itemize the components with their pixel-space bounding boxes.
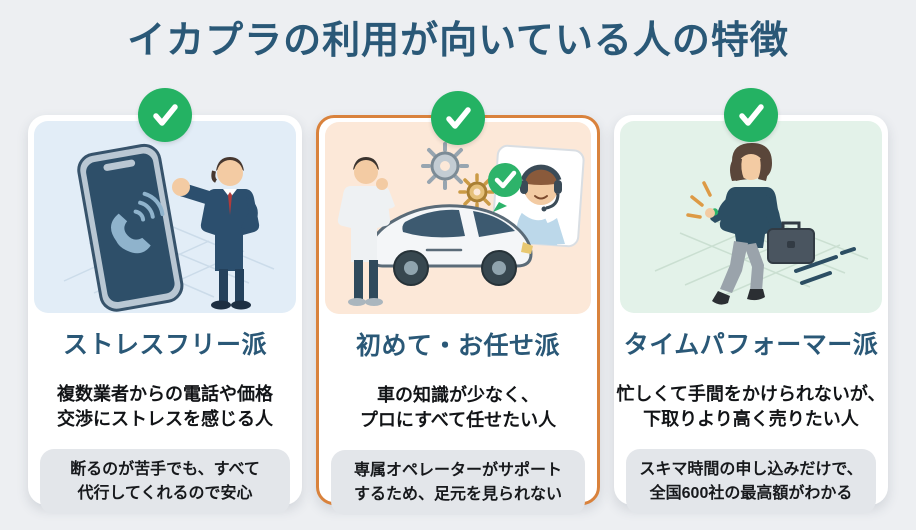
card-first-time: 初めて・お任せ派 車の知識が少なく、 プロにすべて任せたい人 専属オペレーターが… bbox=[316, 91, 600, 515]
card-description: 車の知識が少なく、 プロにすべて任せたい人 bbox=[359, 384, 557, 430]
card-title: 初めて・お任せ派 bbox=[355, 332, 560, 360]
card-title: タイムパフォーマー派 bbox=[623, 331, 879, 359]
feature-cards-row: ストレスフリー派 複数業者からの電話や価格 交渉にストレスを感じる人 断るのが苦… bbox=[0, 88, 916, 515]
smartphone-icon bbox=[77, 143, 184, 312]
page-title: イカプラの利用が向いている人の特徴 bbox=[127, 20, 789, 62]
watch-spark-lines bbox=[686, 181, 712, 219]
illustration-busy-businesswoman-running bbox=[620, 121, 882, 313]
card-note: スキマ時間の申し込みだけで、 全国600社の最高額がわかる bbox=[626, 449, 876, 514]
briefcase-icon bbox=[767, 221, 815, 264]
gear-icon bbox=[421, 142, 469, 190]
businesswoman-figure bbox=[705, 143, 815, 305]
card-description: 忙しくて手間をかけられないが、 下取りより高く売りたい人 bbox=[616, 383, 886, 429]
car-illustration bbox=[367, 204, 533, 286]
thinking-man-figure bbox=[337, 157, 395, 306]
card-time-performer: タイムパフォーマー派 忙しくて手間をかけられないが、 下取りより高く売りたい人 … bbox=[614, 88, 888, 514]
businessman-figure bbox=[172, 157, 260, 310]
illustration-thinking-man-car-and-operator bbox=[325, 122, 591, 314]
card-stress-free: ストレスフリー派 複数業者からの電話や価格 交渉にストレスを感じる人 断るのが苦… bbox=[28, 88, 302, 514]
card-note: 断るのが苦手でも、すべて 代行してくれるので安心 bbox=[40, 449, 290, 514]
card-description: 複数業者からの電話や価格 交渉にストレスを感じる人 bbox=[57, 383, 273, 429]
check-icon bbox=[138, 88, 192, 142]
card-note: 専属オペレーターがサポート するため、足元を見られない bbox=[331, 450, 585, 515]
illustration-businessman-refusing-phone-calls bbox=[34, 121, 296, 313]
card-title: ストレスフリー派 bbox=[62, 331, 267, 359]
check-icon bbox=[431, 91, 485, 145]
speech-check-bubble bbox=[488, 163, 522, 212]
check-icon bbox=[724, 88, 778, 142]
operator-screen bbox=[491, 144, 585, 248]
speed-lines bbox=[794, 247, 856, 285]
